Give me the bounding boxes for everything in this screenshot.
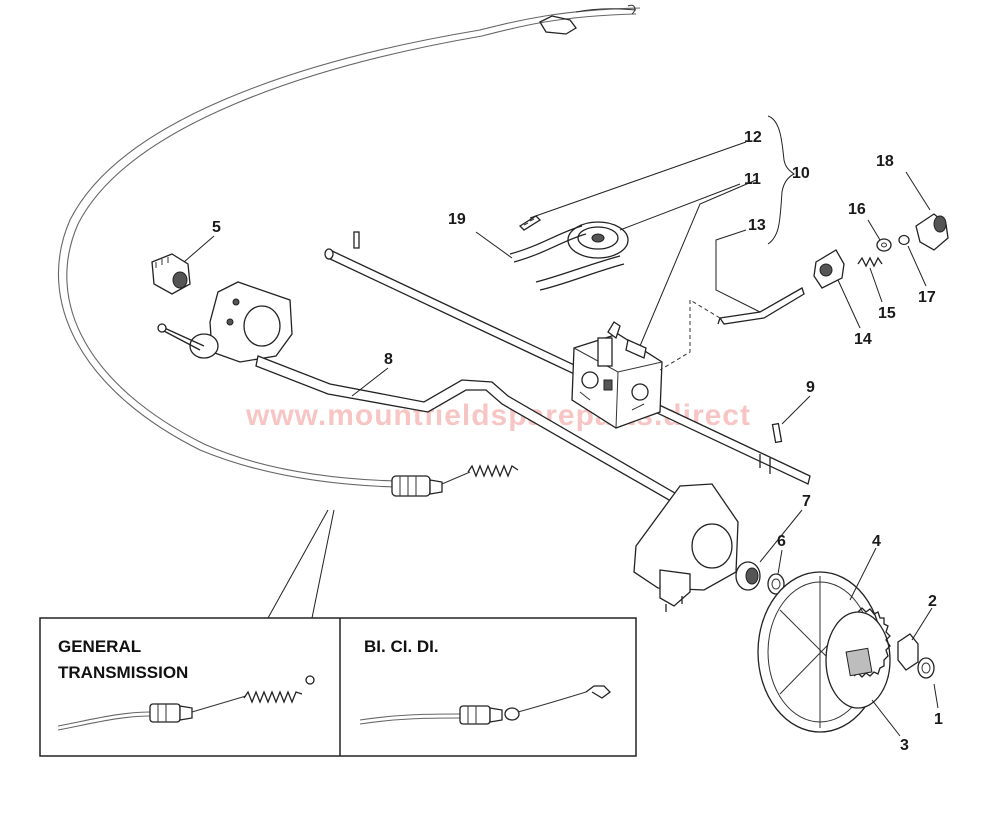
- legend-title-general: GENERAL: [58, 637, 141, 656]
- callout-15: 15: [878, 305, 896, 322]
- cable-adjuster: [391, 464, 519, 497]
- biclidi-cable-illustration: [359, 685, 611, 725]
- legend-title-biclidi: BI. CI. DI.: [364, 637, 439, 656]
- callout-17: 17: [918, 289, 936, 306]
- callout-12: 12: [744, 129, 762, 146]
- bent-rod: [717, 287, 805, 325]
- small-parts-cluster: [813, 213, 949, 289]
- pulley-and-belt: [509, 215, 629, 291]
- callout-7: 7: [802, 493, 811, 510]
- drive-cable: [57, 4, 641, 488]
- wheel-drive-assembly: [757, 571, 935, 733]
- callout-8: 8: [384, 351, 393, 368]
- callout-19: 19: [448, 211, 466, 228]
- bearing-and-washer: [735, 561, 785, 595]
- callout-9: 9: [806, 379, 815, 396]
- callout-16: 16: [848, 201, 866, 218]
- gearbox: [571, 321, 663, 429]
- callout-labels: 1 2 3 4 5 6 7 8 9 10 11 12 13 14 15 16 1…: [212, 129, 943, 754]
- left-axle-bracket: [157, 281, 293, 363]
- callout-6: 6: [777, 533, 786, 550]
- cable-leader: [267, 509, 335, 619]
- callout-leaders: [183, 115, 939, 737]
- cable-type-legend: GENERAL TRANSMISSION BI. CI. DI.: [39, 617, 637, 757]
- callout-14: 14: [854, 331, 872, 348]
- callout-3: 3: [900, 737, 909, 754]
- callout-4: 4: [872, 533, 881, 550]
- callout-18: 18: [876, 153, 894, 170]
- callout-1: 1: [934, 711, 943, 728]
- pin: [771, 422, 783, 444]
- dashed-guide: [659, 299, 721, 371]
- right-axle-bracket: [633, 483, 739, 612]
- legend-title-transmission: TRANSMISSION: [58, 663, 188, 682]
- callout-11: 11: [744, 171, 761, 188]
- callout-2: 2: [928, 593, 937, 610]
- callout-10: 10: [792, 165, 810, 182]
- callout-13: 13: [748, 217, 766, 234]
- general-cable-illustration: [57, 675, 315, 731]
- callout-5: 5: [212, 219, 221, 236]
- upper-drive-shaft: [324, 231, 811, 485]
- bush-gear: [151, 253, 191, 295]
